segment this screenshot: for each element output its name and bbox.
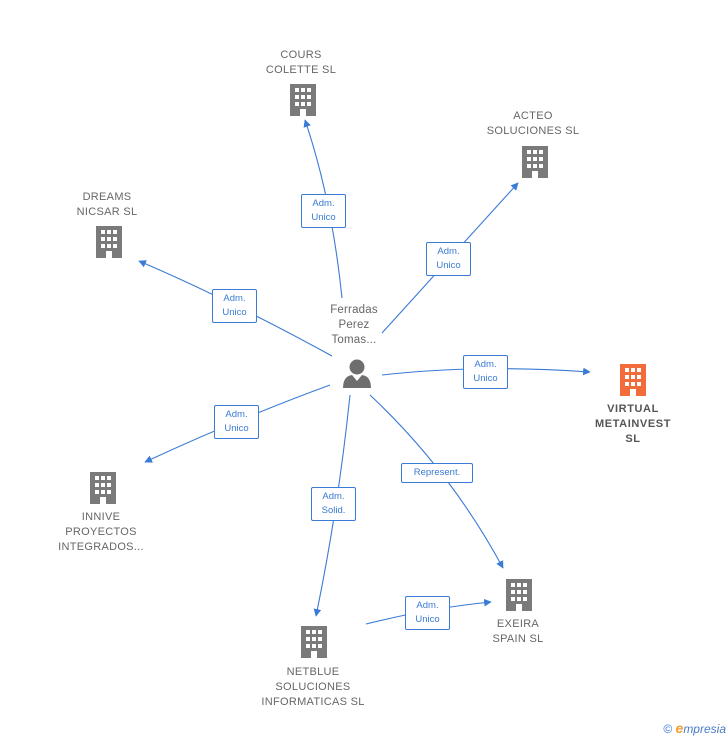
company-name-line: PROYECTOS <box>65 526 137 538</box>
relation-label-dreams[interactable]: Adm. Unico <box>212 289 257 323</box>
relation-text: Unico <box>222 307 247 318</box>
relation-label-virtual[interactable]: Adm. Unico <box>463 355 508 389</box>
relation-label-innive[interactable]: Adm. Unico <box>214 405 259 439</box>
company-name-line: INNIVE <box>81 511 121 523</box>
relation-text: Adm. <box>322 491 345 502</box>
company-label-virtual[interactable]: VIRTUAL METAINVEST SL <box>573 402 693 447</box>
building-icon[interactable] <box>290 84 316 116</box>
building-icon[interactable] <box>522 146 548 178</box>
relation-label-acteo[interactable]: Adm. Unico <box>426 242 471 276</box>
relation-label-exeira[interactable]: Represent. <box>401 463 473 483</box>
relation-text: Unico <box>436 260 461 271</box>
relation-label-netblue-exeira[interactable]: Adm. Unico <box>405 596 450 630</box>
relation-text: Adm. <box>416 600 439 611</box>
company-label-acteo[interactable]: ACTEO SOLUCIONES SL <box>473 109 593 139</box>
relation-text: Adm. <box>474 359 497 370</box>
company-label-dreams[interactable]: DREAMS NICSAR SL <box>47 190 167 220</box>
center-name-line: Tomas... <box>331 334 377 346</box>
person-icon[interactable] <box>343 359 371 389</box>
company-name-line: INFORMATICAS SL <box>261 696 365 708</box>
company-name-line: EXEIRA <box>496 618 540 630</box>
center-person-label[interactable]: Ferradas Perez Tomas... <box>318 303 390 348</box>
company-name-line: INTEGRADOS... <box>58 541 144 553</box>
company-name-line: SOLUCIONES <box>275 681 351 693</box>
company-label-cours[interactable]: COURS COLETTE SL <box>241 48 361 78</box>
brand-logo-initial: e <box>675 720 684 736</box>
relation-text: Adm. <box>223 293 246 304</box>
company-name-line: SOLUCIONES SL <box>486 125 580 137</box>
company-name-line: METAINVEST <box>594 418 672 430</box>
center-name-line: Ferradas <box>330 304 378 316</box>
company-label-netblue[interactable]: NETBLUE SOLUCIONES INFORMATICAS SL <box>248 665 378 710</box>
company-name-line: ACTEO <box>513 110 553 122</box>
company-label-innive[interactable]: INNIVE PROYECTOS INTEGRADOS... <box>41 510 161 555</box>
relation-label-netblue[interactable]: Adm. Solid. <box>311 487 356 521</box>
relation-text: Solid. <box>321 505 346 516</box>
relation-text: Unico <box>415 614 440 625</box>
building-icon[interactable] <box>96 226 122 258</box>
building-icon[interactable] <box>301 626 327 658</box>
company-label-exeira[interactable]: EXEIRA SPAIN SL <box>458 617 578 647</box>
company-name-line: SPAIN SL <box>492 633 544 645</box>
building-icon[interactable] <box>620 364 646 396</box>
relation-text: Unico <box>473 373 498 384</box>
relation-text: Represent. <box>413 467 461 478</box>
company-name-line: VIRTUAL <box>607 403 659 415</box>
copyright-symbol: © <box>663 722 673 736</box>
company-name-line: DREAMS <box>82 191 132 203</box>
company-name-line: COURS <box>280 49 322 61</box>
brand-footer[interactable]: © empresia <box>663 720 726 736</box>
company-name-line: NICSAR SL <box>76 206 138 218</box>
relation-text: Unico <box>311 212 336 223</box>
brand-name: mpresia <box>683 722 726 736</box>
relation-text: Adm. <box>437 246 460 257</box>
relation-text: Adm. <box>225 409 248 420</box>
relation-label-cours[interactable]: Adm. Unico <box>301 194 346 228</box>
relation-text: Unico <box>224 423 249 434</box>
center-name-line: Perez <box>338 319 370 331</box>
building-icon[interactable] <box>90 472 116 504</box>
company-name-line: SL <box>625 433 641 445</box>
building-icon[interactable] <box>506 579 532 611</box>
company-name-line: NETBLUE <box>286 666 340 678</box>
company-name-line: COLETTE SL <box>265 64 337 76</box>
relation-text: Adm. <box>312 198 335 209</box>
